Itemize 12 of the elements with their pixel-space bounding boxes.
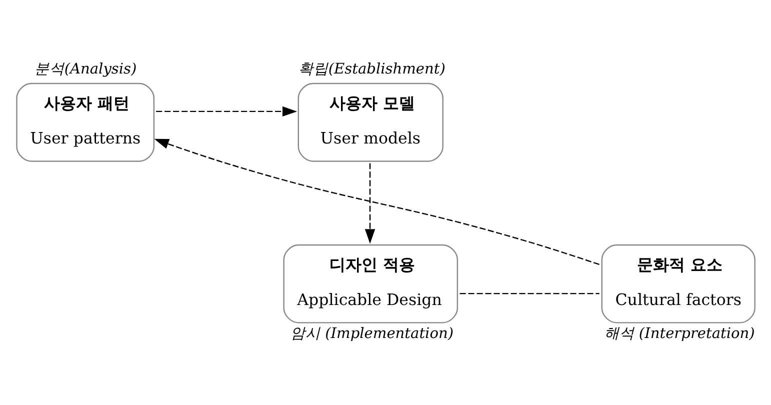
node-label: 해석 (Interpretation) bbox=[604, 324, 755, 342]
arrow bbox=[154, 138, 600, 266]
connector bbox=[460, 292, 600, 294]
node-box: 사용자 모델 User models bbox=[298, 82, 444, 162]
node-box: 문화적 요소 Cultural factors bbox=[601, 244, 756, 324]
node-box: 사용자 패턴 User patterns bbox=[16, 82, 155, 162]
node-label: 암시 (Implementation) bbox=[290, 324, 454, 342]
node-box: 디자인 적용 Applicable Design bbox=[283, 244, 458, 324]
arrow bbox=[156, 106, 298, 117]
node-label: 분석(Analysis) bbox=[34, 60, 137, 78]
node-label: 확립(Establishment) bbox=[298, 60, 446, 78]
arrow bbox=[364, 163, 376, 244]
